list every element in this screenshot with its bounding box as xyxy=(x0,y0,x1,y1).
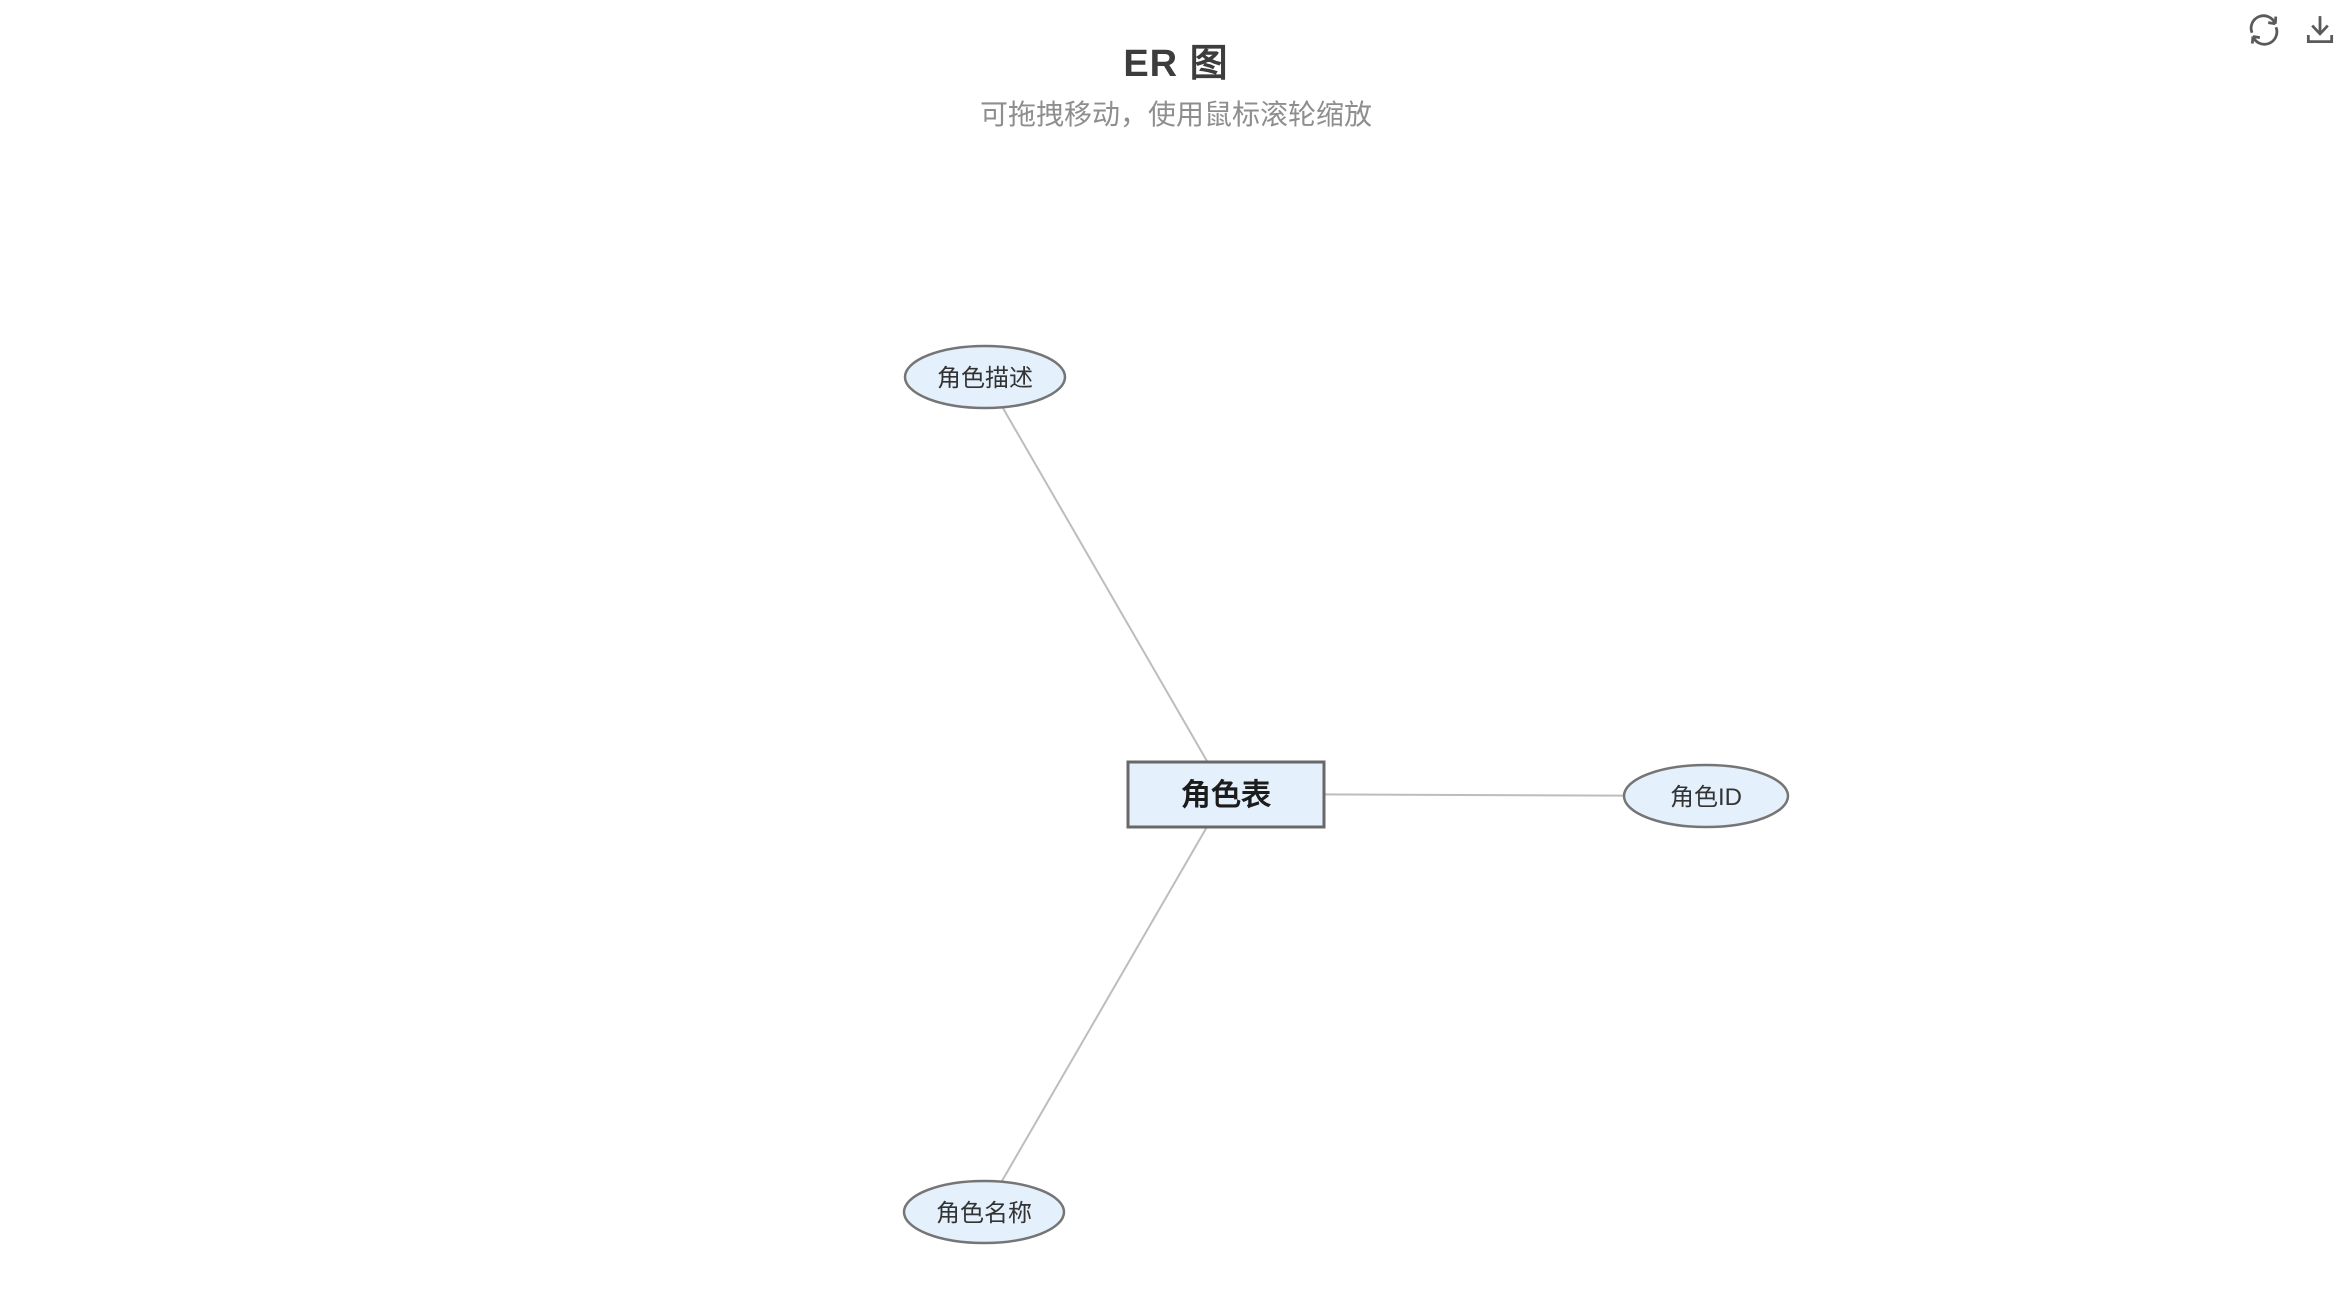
attribute-node-role-id[interactable]: 角色ID xyxy=(1622,763,1790,829)
attribute-label: 角色名称 xyxy=(936,1200,1032,1227)
page-title: ER 图 xyxy=(1123,43,1229,85)
page-subtitle: 可拖拽移动，使用鼠标滚轮缩放 xyxy=(979,99,1372,130)
attribute-label: 角色ID xyxy=(1670,784,1742,811)
attribute-ellipse xyxy=(1622,763,1790,829)
attribute-ellipse xyxy=(902,1179,1066,1245)
attribute-node-role-name[interactable]: 角色名称 xyxy=(902,1179,1066,1245)
header: ER 图 可拖拽移动，使用鼠标滚轮缩放 xyxy=(0,0,2352,129)
toolbar xyxy=(2242,8,2342,52)
entity-node-role-table[interactable]: 角色表 xyxy=(1126,760,1326,829)
download-button[interactable] xyxy=(2298,8,2342,52)
entity-label: 角色表 xyxy=(1181,779,1271,812)
refresh-button[interactable] xyxy=(2242,8,2286,52)
attribute-node-role-desc[interactable]: 角色描述 xyxy=(903,344,1067,410)
download-icon xyxy=(2306,16,2334,44)
edge-entity-to-name xyxy=(983,793,1227,1213)
diagram-edges xyxy=(983,376,1707,1213)
refresh-icon xyxy=(2249,14,2279,46)
attribute-ellipse xyxy=(903,344,1067,410)
edge-entity-to-desc xyxy=(984,376,1227,795)
entity-rect xyxy=(1126,760,1326,829)
attribute-label: 角色描述 xyxy=(937,365,1033,392)
